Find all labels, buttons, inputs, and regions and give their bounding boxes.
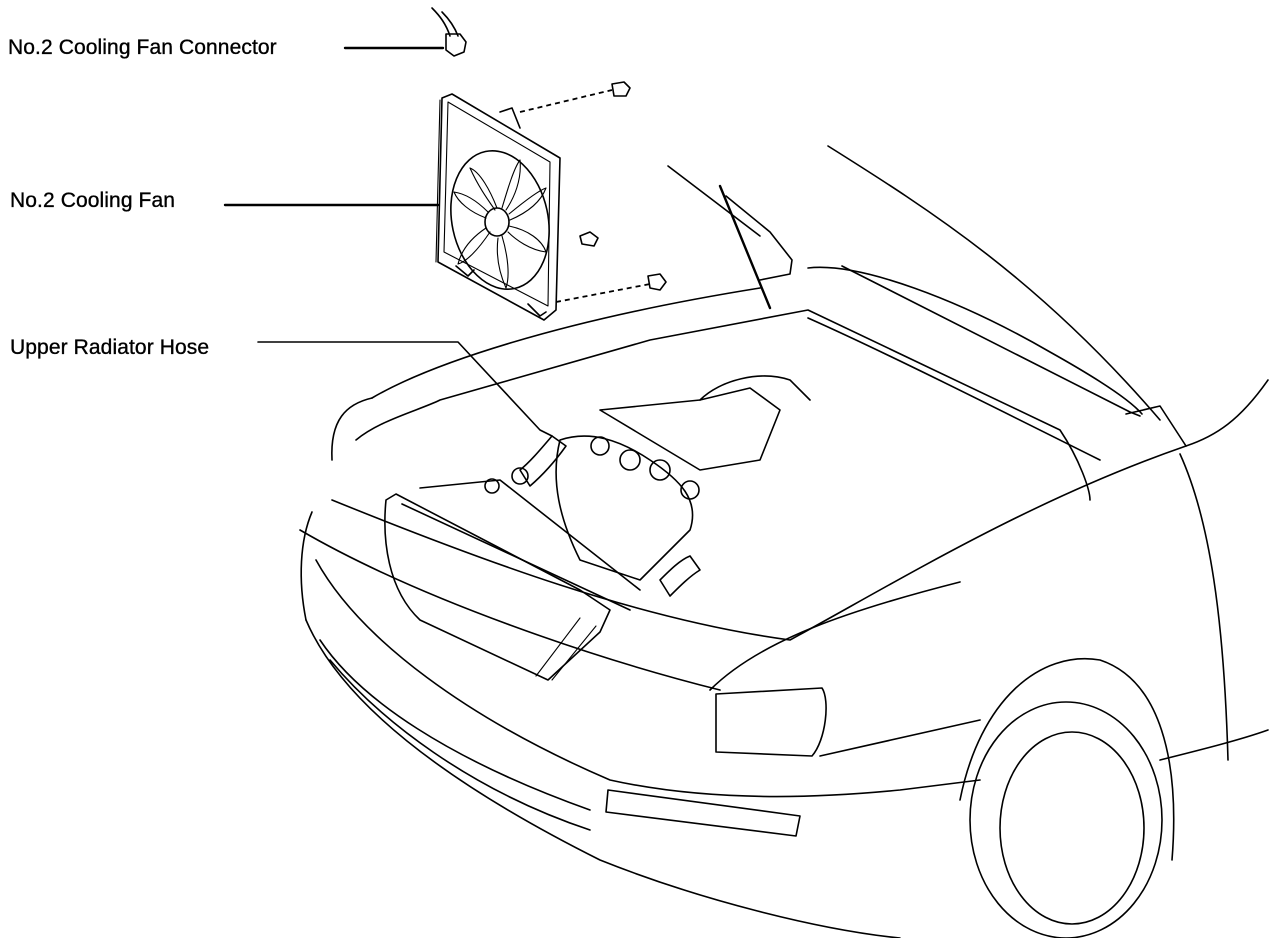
fan-blade — [469, 167, 498, 211]
fan-shroud — [437, 93, 561, 321]
engine-block — [555, 435, 694, 581]
fascia-top — [299, 529, 721, 691]
front-wheel — [959, 658, 1175, 938]
hood-hinge — [1125, 405, 1187, 447]
fan-blade — [507, 225, 547, 253]
hood — [667, 145, 1187, 461]
grille-divider — [535, 617, 581, 677]
bumper-crease-2 — [319, 639, 591, 811]
fan-connector — [431, 7, 467, 57]
bolt-guide-top — [519, 89, 613, 113]
cam-pulley — [619, 449, 641, 471]
fan-ring — [450, 150, 550, 290]
car-body — [299, 287, 1269, 938]
label-no2-cooling-fan-connector: No.2 Cooling Fan Connector — [8, 36, 277, 59]
fan-blade — [457, 227, 491, 265]
bumper-lower — [305, 619, 901, 938]
fan-blade — [496, 235, 509, 289]
hood-inner-panel — [807, 266, 1143, 415]
cam-pulley — [680, 480, 700, 500]
bumper-side — [819, 719, 981, 757]
hood-prop-bracket — [725, 195, 793, 281]
turn-signal — [605, 789, 801, 837]
fan-blades — [453, 159, 547, 289]
fan-blade — [508, 187, 547, 221]
a-pillar — [1185, 379, 1269, 447]
intake-plenum — [599, 387, 781, 471]
fan-bottom-bracket — [455, 265, 475, 277]
hood-inner-edge — [841, 265, 1141, 417]
hose-clamp — [511, 467, 529, 485]
fan-blade — [453, 191, 489, 219]
bumper-left-edge — [300, 511, 313, 621]
label-upper-radiator-hose: Upper Radiator Hose — [10, 336, 210, 359]
hood-front-edge — [331, 445, 1187, 641]
body-front-left — [331, 397, 373, 461]
tire — [969, 701, 1163, 938]
wheel-arch — [959, 658, 1175, 861]
bolt-top — [611, 81, 631, 97]
headlight — [715, 687, 827, 757]
radiator-front — [401, 503, 631, 611]
rocker-line — [1159, 729, 1269, 761]
fan-top-bracket — [499, 107, 521, 129]
fan-bottom-bracket-2 — [527, 303, 547, 317]
bolt-bottom — [647, 273, 667, 291]
cam-pulley — [649, 459, 671, 481]
bumper-crease — [329, 659, 591, 831]
label-no2-cooling-fan: No.2 Cooling Fan — [10, 189, 176, 212]
intake-duct — [699, 375, 811, 401]
fan-blade — [501, 159, 521, 211]
hood-inner-crease — [807, 317, 1101, 461]
engine-bay-opening — [355, 309, 1091, 501]
leader-lines — [223, 46, 553, 437]
bolt-middle — [579, 231, 599, 247]
lower-hose — [659, 555, 701, 597]
fan-shroud-edge — [435, 99, 441, 263]
cowl-line — [371, 287, 761, 399]
wheel-rim — [999, 731, 1145, 925]
fender-front-edge — [709, 581, 961, 691]
hood-edge-outer — [827, 145, 1161, 421]
cooling-fan-assembly — [435, 81, 667, 321]
upper-radiator-hose — [519, 435, 567, 487]
fender-line — [1179, 453, 1229, 761]
fan-shroud-inner — [443, 101, 551, 307]
fan-hub — [484, 207, 510, 237]
hood-edge-left — [667, 165, 761, 237]
connector-plug — [445, 33, 467, 57]
cam-pulley — [590, 436, 610, 456]
hood-prop-rod — [718, 184, 772, 310]
bumper-upper — [315, 559, 981, 798]
bolt-guide-bottom — [555, 283, 651, 303]
engine — [401, 375, 811, 611]
connector-wire — [431, 7, 451, 37]
leader-line-hose — [257, 341, 553, 437]
radiator-cap — [484, 478, 500, 494]
grille-divider — [551, 625, 597, 681]
grille — [384, 493, 611, 681]
radiator-top — [419, 479, 641, 591]
